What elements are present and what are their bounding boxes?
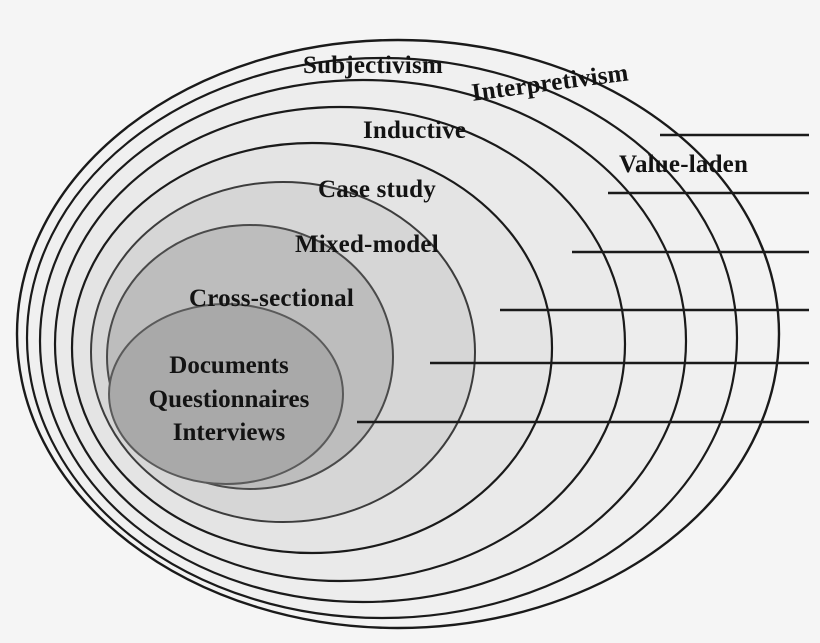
layer-label-subjectivism: Subjectivism <box>303 52 443 79</box>
core-label-questionnaires: Questionnaires <box>148 385 310 413</box>
ellipse-core <box>108 303 344 485</box>
layer-label-value-laden: Value-laden <box>619 151 749 178</box>
core-label-group: Documents Questionnaires Interviews <box>129 349 329 450</box>
layer-label-inductive: Inductive <box>363 117 467 144</box>
layer-label-mixed-model: Mixed-model <box>295 231 439 258</box>
core-label-interviews: Interviews <box>172 419 286 446</box>
layer-label-case-study: Case study <box>318 176 436 203</box>
layer-label-cross-sectional: Cross-sectional <box>189 285 355 312</box>
core-label-documents: Documents <box>169 352 289 379</box>
